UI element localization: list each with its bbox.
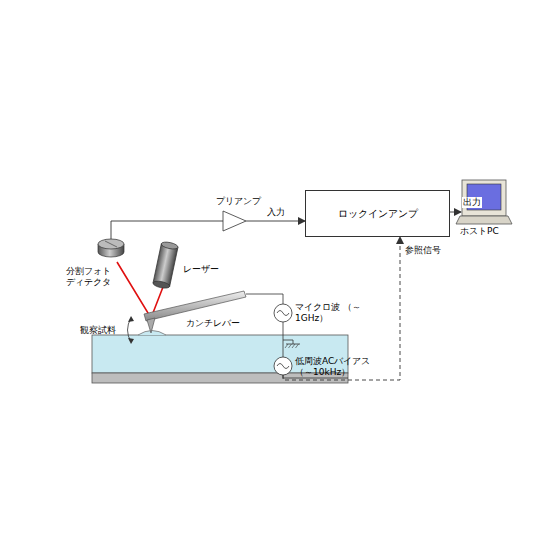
ac-source-circle [274, 357, 292, 375]
microwave-source [274, 304, 292, 322]
connector [246, 221, 305, 222]
probe-tip [147, 318, 155, 333]
node-label: 分割フォト ディテクタ [66, 266, 118, 288]
ground-hatch-line [289, 344, 292, 348]
connector-label: 参照信号 [404, 245, 442, 256]
ground-hatch [285, 344, 299, 348]
wire [246, 294, 283, 304]
amp-triangle [223, 211, 246, 231]
part-label: 観察試料 [80, 325, 116, 336]
wire [283, 322, 284, 357]
connector [283, 237, 400, 380]
connector-label: 入力 [266, 207, 286, 218]
part-label: カンチレバー [186, 318, 240, 329]
detector-face [98, 239, 124, 249]
cantilever [144, 291, 246, 321]
connector [111, 221, 223, 241]
node-label: プリアンプ [216, 196, 261, 207]
ac-bias-source: 低周波ACバイアス （～10kHz） [273, 356, 377, 380]
sine-symbol [277, 364, 289, 369]
connector-label: 出力 [462, 197, 482, 208]
monitor [462, 180, 506, 216]
laser-body [152, 241, 178, 290]
node-label: ホストPC [460, 226, 499, 237]
lockin-box: ロックインアンプ [305, 190, 450, 237]
preamp: プリアンプ [214, 196, 264, 232]
ground-wire [283, 340, 293, 344]
sample-bump [138, 331, 166, 336]
part-label: レーザー [183, 264, 219, 275]
detector-split [105, 241, 117, 247]
photodetector: 分割フォト ディテクタ [66, 238, 128, 294]
ground-hatch-line [296, 344, 299, 348]
connector [450, 212, 461, 213]
part-label: マイクロ波 （～1GHz） [295, 302, 361, 324]
ground-hatch-line [285, 344, 288, 348]
ground-hatch-line [292, 344, 295, 348]
node-label: ロックインアンプ [338, 208, 418, 219]
node-label: 低周波ACバイアス （～10kHz） [295, 356, 375, 378]
keyboard [456, 216, 512, 224]
